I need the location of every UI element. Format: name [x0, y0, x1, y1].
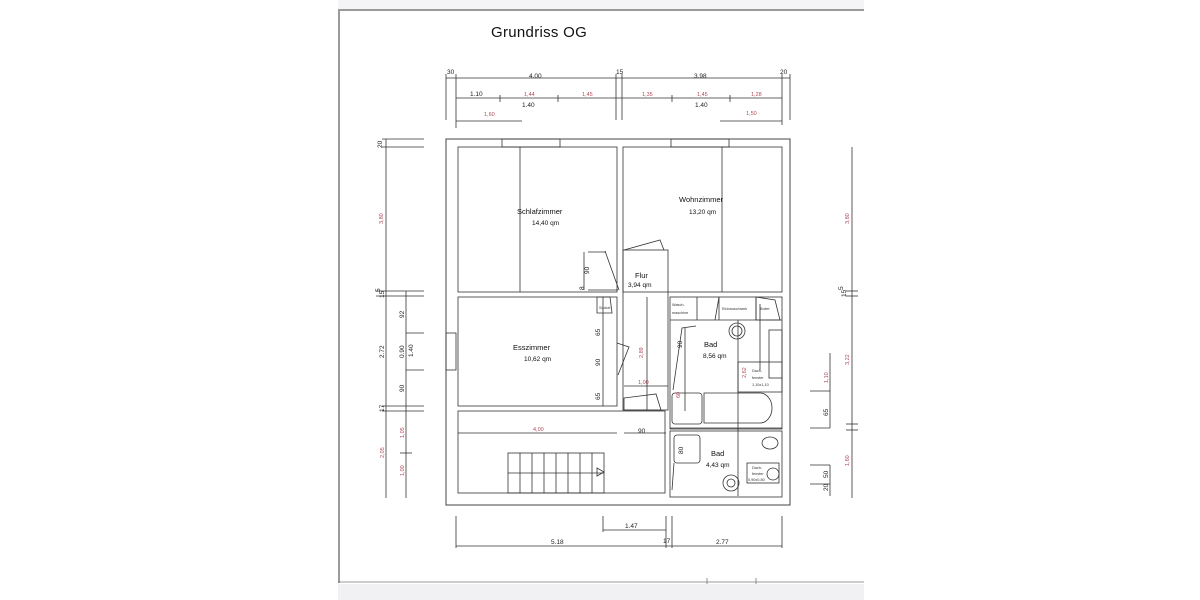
dimension-label: 90: [584, 266, 591, 274]
dimension-label: 80: [678, 446, 685, 454]
dimension-label: 1,45: [697, 92, 708, 98]
room-label-wohnzimmer: Wohnzimmer: [679, 195, 724, 204]
dimension-label: 5.18: [551, 539, 564, 546]
esszimmer-outline: [457, 296, 618, 407]
room-label-bad1: Bad: [704, 340, 717, 349]
fixture-label: fenster: [752, 472, 764, 476]
dimension-label: 4,00: [533, 427, 544, 433]
room-label-schlafzimmer: Schlafzimmer: [517, 207, 563, 216]
dimension-label: 8: [579, 286, 586, 290]
fixture-label: Wasch-: [672, 303, 685, 307]
fixture-label: 0,90x0,80: [748, 478, 765, 482]
fixture-label: Dach-: [752, 466, 763, 470]
drawing-sheet: [338, 9, 864, 583]
fixture-label: 1,10x1,10: [752, 383, 769, 387]
room-area-flur: 3,94 qm: [628, 282, 652, 289]
dimension-label: 1,00: [400, 465, 406, 476]
dimension-label: 4.00: [529, 73, 542, 80]
fixture-label: fenster: [752, 376, 764, 380]
dimension-label: 3.98: [694, 73, 707, 80]
dimension-label: 1.10: [470, 91, 483, 98]
dimension-label: 0.90: [399, 345, 406, 358]
dimension-label: 1.40: [695, 102, 708, 109]
dimension-label: 1,05: [400, 427, 406, 438]
dimension-label: 2,05: [380, 447, 386, 458]
plan-title: Grundriss OG: [491, 24, 588, 41]
dimension-label: 1,45: [582, 92, 593, 98]
dimension-label: 2,62: [742, 367, 748, 378]
room-area-wohnzimmer: 13,20 qm: [689, 209, 716, 216]
dimension-label: 15: [841, 289, 848, 297]
dimension-label: 90: [677, 340, 684, 348]
bad1-outline: [669, 296, 783, 430]
dimension-label: 3,80: [845, 213, 851, 224]
dimension-label: 92: [399, 310, 406, 318]
dimension-label: 50: [823, 470, 830, 478]
bad2-outline: [669, 430, 783, 498]
dimension-label: 2.77: [716, 539, 729, 546]
fixture-label: maschine: [672, 311, 688, 315]
dimension-label: 1,28: [751, 92, 762, 98]
room-area-esszimmer: 10,62 qm: [524, 356, 551, 363]
dimension-label: 65: [595, 392, 602, 400]
dimension-label: 65: [595, 328, 602, 336]
dimension-label: 17: [663, 538, 671, 545]
dimension-label: 1,00: [638, 380, 649, 386]
dimension-label: 1.47: [625, 523, 638, 530]
dimension-label: 90: [595, 358, 602, 366]
room-area-bad1: 8,56 qm: [703, 353, 727, 360]
staircase: [507, 452, 605, 494]
dimension-label: 3,80: [379, 213, 385, 224]
fixture-label: Einbauschrank: [722, 307, 747, 311]
dimension-label: 5: [838, 286, 845, 290]
dimension-label: 65: [823, 408, 830, 416]
bottom-margin: [338, 584, 864, 600]
dimension-label: 60: [676, 392, 682, 398]
hall-outline: [457, 410, 666, 494]
fixture-label: Dach-: [752, 369, 763, 373]
dimension-label: 20: [823, 483, 830, 491]
top-margin: [338, 0, 864, 10]
room-area-schlafzimmer: 14,40 qm: [532, 220, 559, 227]
dimension-label: 5: [375, 288, 382, 292]
dimension-label: 15: [379, 290, 386, 298]
dimension-label: 90: [638, 428, 646, 435]
dimension-label: 20: [377, 140, 384, 148]
dimension-label: 2,89: [639, 347, 645, 358]
room-label-bad2: Bad: [711, 449, 724, 458]
dimension-label: 1.40: [408, 344, 415, 357]
dimension-label: 17: [379, 404, 386, 412]
dimension-label: 1,60: [845, 455, 851, 466]
room-label-flur: Flur: [635, 271, 648, 280]
room-label-esszimmer: Esszimmer: [513, 343, 551, 352]
dimension-label: 1,10: [824, 372, 830, 383]
dimension-label: 1.40: [522, 102, 535, 109]
dimension-label: 2.72: [379, 345, 386, 358]
fixture-label: Boiler: [760, 307, 770, 311]
dimension-label: 1,60: [484, 112, 495, 118]
dimension-label: 1,35: [642, 92, 653, 98]
dimension-label: 30: [447, 69, 455, 76]
fixture-label: Sockel: [599, 306, 611, 310]
dimension-label: 90: [399, 384, 406, 392]
dimension-label: 1,44: [524, 92, 535, 98]
dimension-label: 1,50: [746, 111, 757, 117]
dimension-label: 3,22: [845, 354, 851, 365]
dimension-label: 20: [780, 69, 788, 76]
outer-wall: [445, 138, 791, 506]
dimension-label: 15: [616, 69, 624, 76]
room-area-bad2: 4,43 qm: [706, 462, 730, 469]
